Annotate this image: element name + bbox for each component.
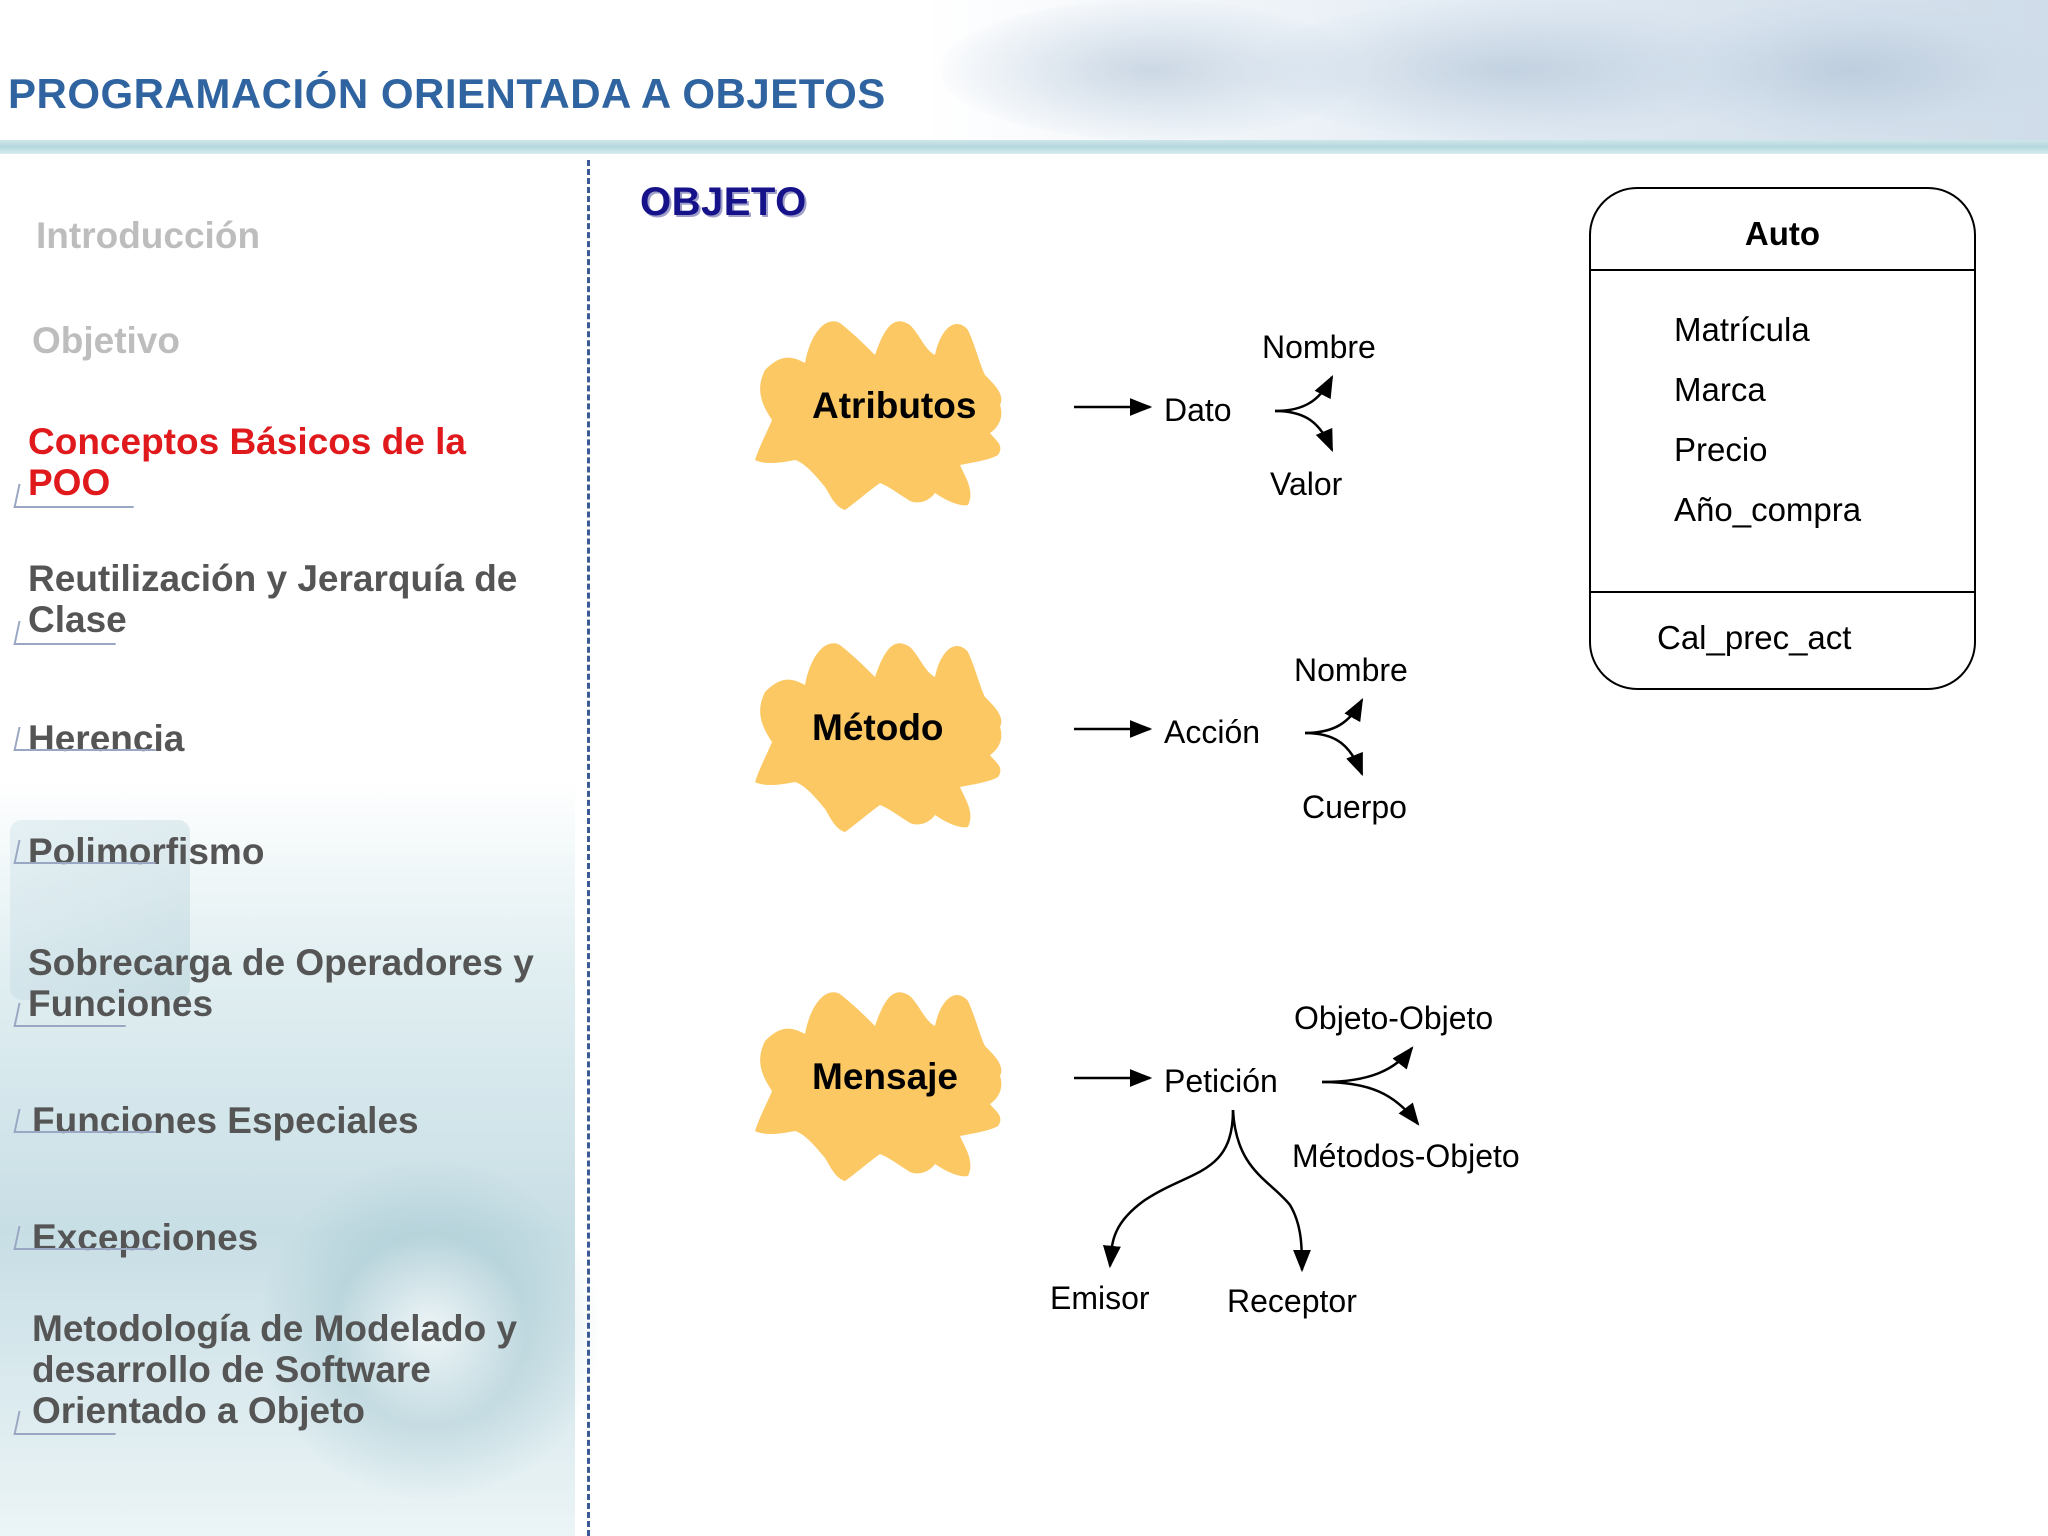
header-decoration bbox=[1650, 0, 2048, 140]
branch-arrow-down bbox=[1321, 1080, 1420, 1126]
sub-branch-receptor bbox=[1231, 1109, 1311, 1273]
sub-branch-label-emisor: Emisor bbox=[1050, 1280, 1150, 1316]
branch-arrow-down bbox=[1304, 731, 1364, 777]
branch-arrow-up bbox=[1274, 375, 1334, 413]
nav-item-funciones-especiales[interactable]: Funciones Especiales bbox=[32, 1100, 419, 1141]
sub-branch-emisor bbox=[1102, 1109, 1235, 1269]
branch-arrow-down bbox=[1274, 409, 1334, 453]
branch-label-objeto-objeto: Objeto-Objeto bbox=[1294, 1000, 1494, 1036]
nav-item-polimorfismo[interactable]: Polimorfismo bbox=[28, 831, 265, 872]
concept-target-dato: Dato bbox=[1164, 392, 1232, 428]
concept-target-peticion: Petición bbox=[1164, 1063, 1278, 1099]
nav-item-conceptos-basicos[interactable]: Conceptos Básicos de la POO bbox=[28, 421, 466, 503]
nav-item-metodologia[interactable]: Metodología de Modelado y desarrollo de … bbox=[32, 1308, 518, 1431]
header-rule bbox=[0, 140, 2048, 154]
class-divider bbox=[1591, 591, 1974, 593]
class-name: Auto bbox=[1744, 215, 1821, 252]
nav-item-sobrecarga[interactable]: Sobrecarga de Operadores y Funciones bbox=[28, 942, 534, 1024]
nav-item-objetivo[interactable]: Objetivo bbox=[32, 320, 181, 361]
nav-item-reutilizacion[interactable]: Reutilización y Jerarquía de Clase bbox=[28, 558, 518, 640]
branch-arrow-up bbox=[1321, 1046, 1414, 1084]
nav-item-herencia[interactable]: Herencia bbox=[28, 718, 185, 759]
concept-target-accion: Acción bbox=[1164, 714, 1261, 750]
branch-label-nombre: Nombre bbox=[1262, 329, 1376, 365]
concept-mensaje: Mensaje bbox=[812, 1056, 959, 1097]
branch-label-cuerpo: Cuerpo bbox=[1302, 789, 1407, 825]
sidebar-disc-image bbox=[260, 1160, 600, 1500]
sidebar-monitor-image bbox=[10, 820, 190, 1000]
nav-item-introduccion[interactable]: Introducción bbox=[36, 215, 261, 256]
class-attribute: Año_compra bbox=[1674, 491, 1862, 528]
class-attribute: Precio bbox=[1674, 431, 1768, 468]
class-box-auto: Auto Matrícula Marca Precio Año_compra C… bbox=[1589, 187, 1976, 690]
page-title: PROGRAMACIÓN ORIENTADA A OBJETOS bbox=[8, 70, 886, 117]
class-attribute: Matrícula bbox=[1674, 311, 1810, 348]
section-title: OBJETO bbox=[640, 180, 807, 224]
branch-label-metodos-objeto: Métodos-Objeto bbox=[1292, 1138, 1520, 1174]
branch-arrow-up bbox=[1304, 698, 1364, 735]
class-divider bbox=[1591, 269, 1974, 271]
class-method: Cal_prec_act bbox=[1657, 619, 1852, 656]
sidebar-divider bbox=[587, 160, 590, 1536]
branch-label-nombre: Nombre bbox=[1294, 652, 1408, 688]
concept-metodo: Método bbox=[812, 707, 944, 748]
branch-label-valor: Valor bbox=[1270, 466, 1343, 502]
class-attribute: Marca bbox=[1674, 371, 1766, 408]
concept-atributos: Atributos bbox=[812, 385, 977, 426]
nav-item-excepciones[interactable]: Excepciones bbox=[32, 1217, 259, 1258]
sub-branch-label-receptor: Receptor bbox=[1227, 1283, 1357, 1319]
